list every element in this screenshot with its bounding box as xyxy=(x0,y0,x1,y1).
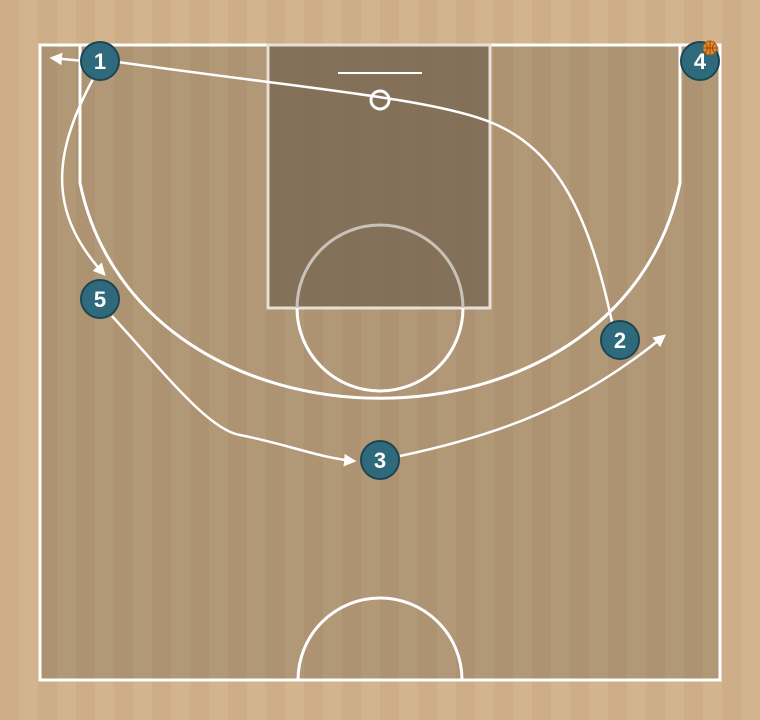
player-4-label: 4 xyxy=(694,49,707,74)
players-layer: 1 2 3 4 5 xyxy=(80,40,720,480)
player-circle-icon xyxy=(80,41,120,81)
court-lines xyxy=(38,43,722,682)
basketball-icon xyxy=(702,40,718,56)
player-5[interactable]: 5 xyxy=(80,279,120,319)
player-1-label: 1 xyxy=(94,49,106,74)
player-4[interactable]: 4 xyxy=(680,40,720,81)
player-2[interactable]: 2 xyxy=(600,320,640,360)
play-paths xyxy=(49,52,666,467)
rim xyxy=(369,89,391,111)
player-circle-icon xyxy=(360,440,400,480)
player-5-label: 5 xyxy=(94,287,106,312)
player-2-label: 2 xyxy=(614,328,626,353)
paint-area xyxy=(268,45,490,308)
path-player5-move xyxy=(111,315,357,467)
player-3-label: 3 xyxy=(374,448,386,473)
path-player1-pass xyxy=(60,78,106,276)
path-player3-move xyxy=(399,334,666,458)
center-circle xyxy=(296,596,464,681)
path-player1-move xyxy=(49,52,85,66)
player-1[interactable]: 1 xyxy=(80,41,120,81)
three-point-line xyxy=(78,45,682,400)
free-throw-circle-top xyxy=(295,223,465,309)
player-circle-icon xyxy=(600,320,640,360)
path-player2-move xyxy=(117,60,614,323)
player-circle-icon xyxy=(80,279,120,319)
free-throw-circle-bottom xyxy=(295,307,465,393)
player-3[interactable]: 3 xyxy=(360,440,400,480)
key-lines xyxy=(266,43,492,310)
